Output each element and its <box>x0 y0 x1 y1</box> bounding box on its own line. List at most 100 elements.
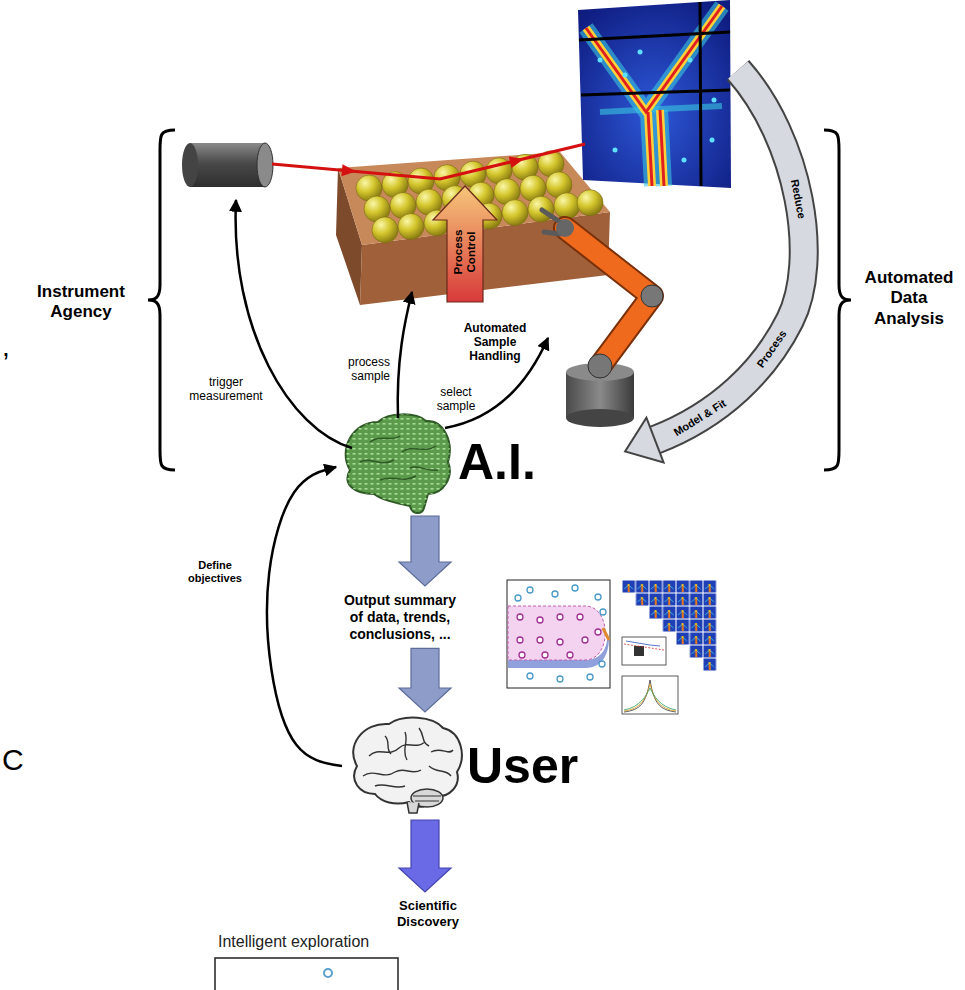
robot-arm <box>565 228 652 366</box>
analysis-arrow <box>655 70 804 440</box>
bracket-label: Automated Data Analysis <box>856 268 962 329</box>
bragg-spot <box>712 98 717 103</box>
output-summary: Output summary of data, trends, conclusi… <box>338 590 462 644</box>
sample-point <box>600 609 606 615</box>
robot-joint <box>641 285 663 307</box>
fragment-text: C <box>2 742 24 778</box>
sample-point <box>599 661 605 667</box>
panel-title: Intelligent exploration <box>218 932 369 951</box>
node-text: User <box>467 739 578 794</box>
scattering-grid <box>622 580 717 671</box>
flow-arrow <box>399 516 451 586</box>
source-aperture <box>257 143 273 187</box>
beam-arrow <box>342 164 357 176</box>
bragg-spot <box>613 148 618 153</box>
mini-plot-inset <box>634 646 644 656</box>
edge-label: Define objectives <box>182 558 248 585</box>
robot-joint <box>556 219 574 237</box>
exploration-thumbnail <box>507 580 610 688</box>
mini-plot-line <box>624 688 676 710</box>
sample-point <box>527 587 533 593</box>
sample-point <box>517 637 523 643</box>
bragg-spot <box>638 50 643 55</box>
ai-brain-folds <box>360 436 438 480</box>
bracket-label: Instrument Agency <box>20 282 142 323</box>
sample-point <box>587 674 593 680</box>
robot-arm-outline <box>565 228 652 366</box>
sample-point <box>557 676 563 682</box>
nanoparticle <box>502 200 528 226</box>
node-text: Output summary of data, trends, conclusi… <box>338 592 462 642</box>
nanoparticle <box>577 190 603 216</box>
boundary-band <box>603 628 609 640</box>
sample-point <box>542 652 548 658</box>
mini-plot-line <box>624 680 676 712</box>
trigger-arrow <box>236 200 352 448</box>
discovery-node: Scientific Discovery <box>388 896 468 931</box>
exploration-panel <box>215 958 398 990</box>
robot-base <box>566 409 634 427</box>
user-brain-stem <box>407 802 419 813</box>
source-end <box>182 143 198 187</box>
nanoparticle <box>398 214 424 240</box>
sample-point <box>582 637 588 643</box>
bragg-spot <box>682 158 687 163</box>
sample-point <box>515 595 521 601</box>
source-body <box>190 143 265 187</box>
user-brain-folds <box>363 728 453 787</box>
ai-brain <box>346 414 450 513</box>
right-bracket <box>824 130 851 470</box>
nanoparticle <box>372 217 398 243</box>
nanoparticle <box>554 193 580 219</box>
sample-point <box>557 639 563 645</box>
sample-point <box>527 673 533 679</box>
process-arrow <box>398 292 412 418</box>
sample-point <box>519 652 525 658</box>
user-brain <box>353 718 462 807</box>
mini-plot <box>622 637 666 665</box>
bragg-spot <box>598 58 603 63</box>
robot-joint <box>588 354 612 378</box>
beam-arrow <box>509 157 524 169</box>
bragg-spot <box>623 73 628 78</box>
detector-gap <box>579 2 730 186</box>
node-text: A.I. <box>458 435 536 490</box>
ai-node: A.I. <box>340 412 536 512</box>
user-brain-folds <box>413 796 441 801</box>
feedback-arrow <box>267 467 342 766</box>
sample-point <box>577 614 583 620</box>
sample-point <box>324 969 332 977</box>
sample-point <box>567 652 573 658</box>
mini-plot <box>622 676 678 714</box>
analysis-arrowhead <box>625 418 664 463</box>
sample-point <box>595 629 601 635</box>
sample-point <box>595 594 601 600</box>
bragg-spot <box>688 58 693 63</box>
xray-beam <box>272 144 585 179</box>
left-bracket <box>148 130 175 470</box>
arrow-label: trigger measurement <box>180 376 272 404</box>
process-control-arrow <box>433 186 497 302</box>
arrow-label: select sample <box>430 386 482 414</box>
flow-arrow <box>399 648 451 712</box>
user-node: User <box>345 716 578 816</box>
arrow-label: process sample <box>330 356 390 384</box>
part-label: Automated Sample Handling <box>452 322 538 363</box>
detector-image <box>578 0 731 188</box>
node-text: Scientific Discovery <box>388 898 468 929</box>
mini-plot-line <box>624 644 664 650</box>
arrow-label: Process Control <box>452 221 477 283</box>
sample-point <box>557 614 563 620</box>
sample-point <box>517 614 523 620</box>
sample-point <box>552 591 558 597</box>
sample-point <box>537 617 543 623</box>
bragg-spot <box>710 138 715 143</box>
flow-arrow <box>399 820 451 892</box>
sample-point <box>537 637 543 643</box>
fragment-text: , <box>2 330 10 364</box>
phase-region <box>508 606 605 660</box>
analysis-arrow-outline <box>655 70 804 440</box>
ai-brain-bits <box>346 414 450 513</box>
